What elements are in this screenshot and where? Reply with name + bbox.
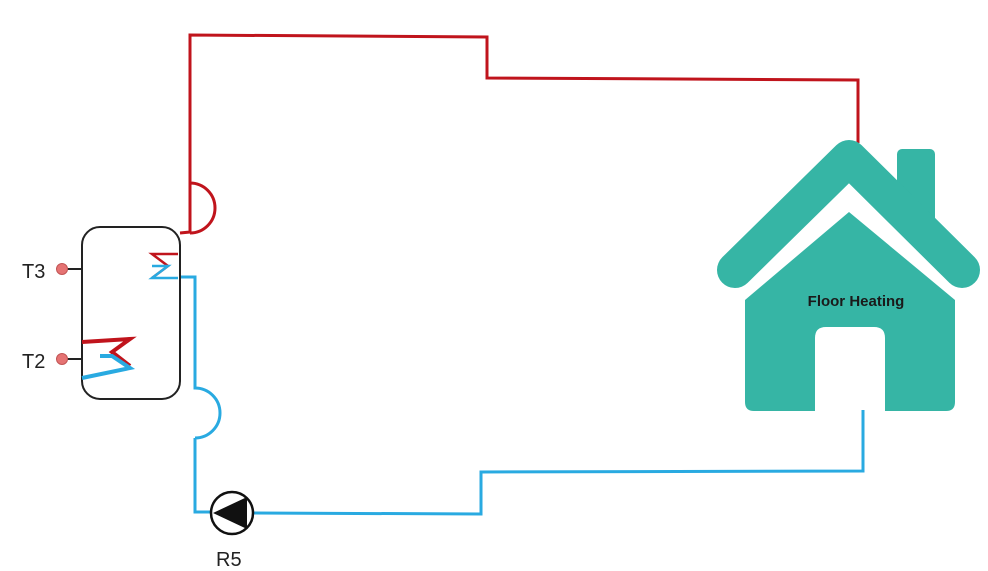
pump-label: R5 — [216, 549, 242, 571]
sensor-dot-icon — [56, 353, 68, 365]
sensor-dot-icon — [56, 263, 68, 275]
sensor-t3: T3 — [22, 261, 82, 283]
supply-pipe — [179, 33, 860, 235]
pump-arrow-icon — [213, 497, 247, 529]
sensor-label-t3: T3 — [22, 261, 45, 283]
storage-tank: T3 T2 — [22, 226, 181, 400]
sensor-label-t2: T2 — [22, 351, 45, 373]
pump-r5: R5 — [209, 490, 255, 571]
upper-heat-exchanger-icon — [148, 252, 178, 280]
lower-heat-exchanger-icon — [81, 336, 137, 380]
house-label: Floor Heating — [808, 293, 905, 310]
return-pipe — [180, 275, 865, 516]
house-icon: Floor Heating — [717, 140, 980, 411]
sensor-t2: T2 — [22, 351, 82, 373]
